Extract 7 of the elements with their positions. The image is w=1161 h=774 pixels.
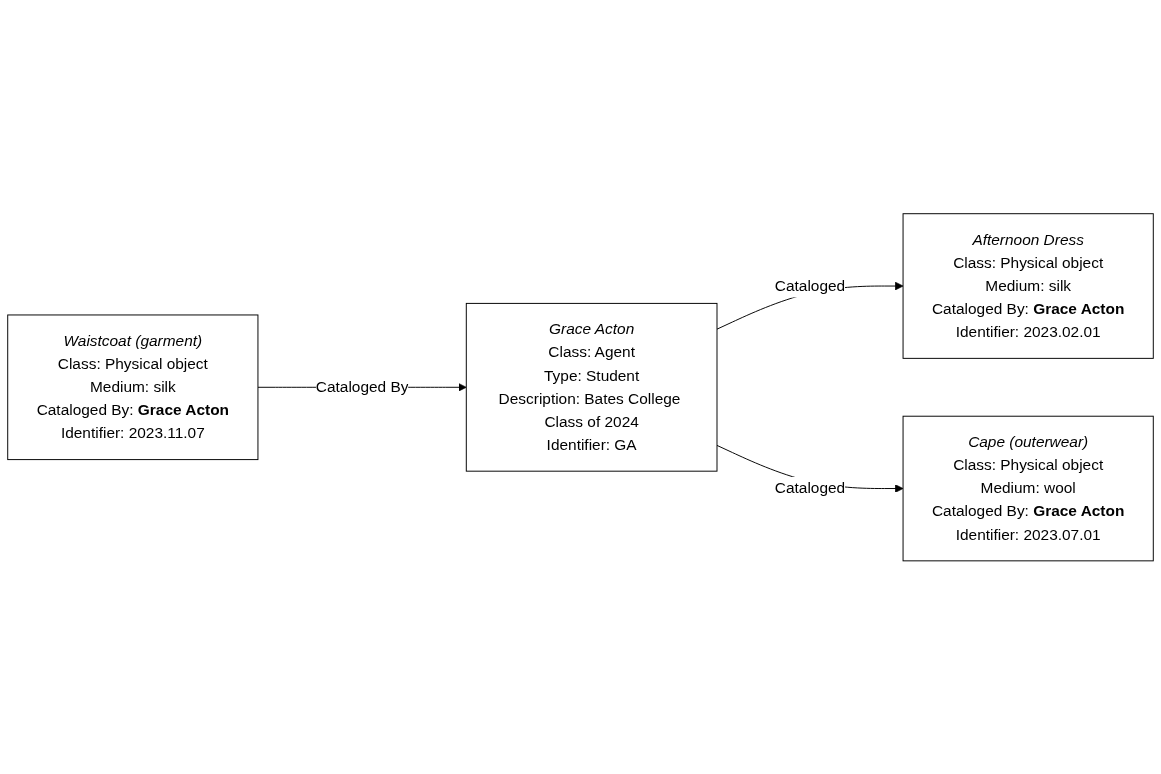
edge-label: Cataloged: [774, 479, 846, 496]
node-box: Cape (outerwear) Class: Physical object Medium: wool Cataloged By: Grace Acton Identifier: 2023.07.01: [902, 415, 1154, 562]
edge-label: Cataloged By: [315, 378, 409, 395]
node-box: Waistcoat (garment) Class: Physical object Medium: silk Cataloged By: Grace Acton Identifier: 2023.11.07: [7, 314, 259, 460]
edge-label: Cataloged: [774, 277, 846, 294]
node-box: Afternoon Dress Class: Physical object Medium: silk Cataloged By: Grace Acton Identifier: 2023.02.01: [902, 212, 1154, 359]
node-box: Grace Acton Class: Agent Type: Student Description: Bates College Class of 2024 Identifier: GA: [465, 302, 718, 472]
